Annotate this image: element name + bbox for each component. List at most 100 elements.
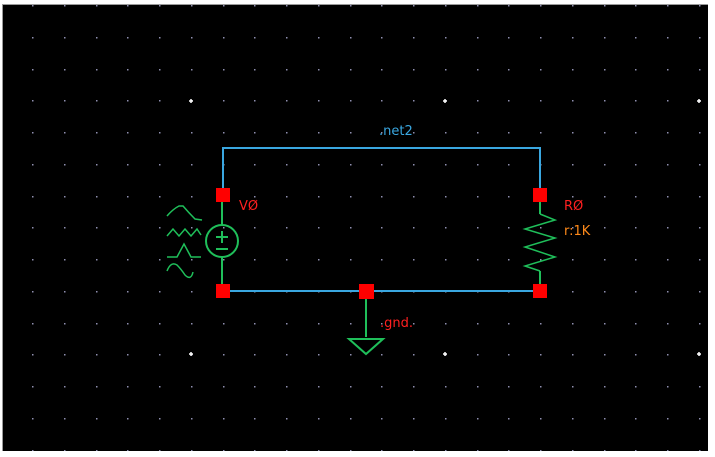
grid-dot [635, 291, 637, 293]
grid-dot [604, 37, 606, 39]
grid-dot [508, 69, 510, 71]
grid-dot [635, 5, 637, 7]
grid-dot [96, 354, 98, 356]
grid-dot [32, 450, 34, 451]
grid-dot [381, 450, 383, 451]
grid-dot [699, 227, 701, 229]
resistor-r0[interactable] [522, 201, 558, 285]
grid-dot [477, 164, 479, 166]
grid-dot [572, 418, 574, 420]
instance-label-r0[interactable]: RØ [564, 199, 583, 214]
grid-dot [381, 259, 383, 261]
grid-dot [318, 450, 320, 451]
grid-dot [635, 450, 637, 451]
grid-dot [477, 100, 479, 102]
ground-icon [346, 338, 386, 356]
grid-dot [445, 196, 447, 198]
grid-dot [286, 259, 288, 261]
grid-dot [254, 259, 256, 261]
grid-dot [127, 259, 129, 261]
net-label-net2[interactable]: .net2 [379, 124, 413, 139]
grid-dot [699, 5, 701, 7]
grid-dot [96, 5, 98, 7]
grid-dot [32, 259, 34, 261]
grid-dot [635, 164, 637, 166]
grid-dot [604, 196, 606, 198]
grid-dot [477, 196, 479, 198]
grid-dot [477, 418, 479, 420]
grid-dot [159, 69, 161, 71]
pin-r0-bottom[interactable] [533, 284, 547, 298]
pin-v0-minus[interactable] [216, 284, 230, 298]
instance-label-v0[interactable]: VØ [239, 199, 258, 214]
grid-dot [127, 354, 129, 356]
grid-dot [64, 100, 66, 102]
grid-dot [127, 164, 129, 166]
grid-dot [540, 259, 542, 261]
grid-dot [445, 164, 447, 166]
grid-dot [32, 132, 34, 134]
grid-dot [159, 164, 161, 166]
grid-dot [64, 450, 66, 451]
grid-dot [159, 323, 161, 325]
grid-dot [413, 450, 415, 451]
triangle-waveform-icon [166, 227, 202, 238]
ground-symbol[interactable] [346, 297, 386, 356]
grid-dot [286, 5, 288, 7]
grid-dot [254, 196, 256, 198]
grid-dot [64, 386, 66, 388]
grid-dot [32, 69, 34, 71]
grid-dot [572, 291, 574, 293]
grid-dot [318, 164, 320, 166]
grid-dot [572, 323, 574, 325]
grid-dot [254, 164, 256, 166]
grid-dot [477, 132, 479, 134]
grid-dot [413, 196, 415, 198]
schematic-drawing[interactable]: .net2 VØ RØ r:1K .gnd. [3, 5, 708, 451]
grid-dot [667, 5, 669, 7]
grid-dot [32, 418, 34, 420]
grid-dot [413, 259, 415, 261]
grid-dot [318, 100, 320, 102]
grid-dot [350, 37, 352, 39]
grid-dot [127, 450, 129, 451]
grid-dot [96, 37, 98, 39]
major-grid-cross [189, 352, 193, 356]
grid-dot [413, 5, 415, 7]
grid-dot [318, 69, 320, 71]
grid-dot [540, 100, 542, 102]
grid-dot [254, 100, 256, 102]
grid-dot [350, 132, 352, 134]
pin-v0-plus[interactable] [216, 188, 230, 202]
pulse-waveform-icon [167, 242, 201, 258]
grid-dot [127, 418, 129, 420]
grid-dot [572, 100, 574, 102]
grid-dot [604, 323, 606, 325]
grid-dot [286, 132, 288, 134]
grid-dot [604, 132, 606, 134]
voltage-source-v0[interactable] [166, 201, 239, 285]
grid-dot [508, 100, 510, 102]
pin-r0-top[interactable] [533, 188, 547, 202]
grid-dot [191, 323, 193, 325]
grid-dot [508, 323, 510, 325]
grid-dot [223, 5, 225, 7]
schematic-canvas[interactable]: .net2 VØ RØ r:1K .gnd. [2, 4, 708, 451]
param-label-r0[interactable]: r:1K [564, 224, 591, 239]
grid-dot [96, 386, 98, 388]
grid-dot [572, 259, 574, 261]
grid-dot [96, 450, 98, 451]
grid-dot [223, 69, 225, 71]
pin-gnd[interactable] [359, 284, 374, 299]
grid-dot [413, 37, 415, 39]
wire-net2[interactable] [222, 147, 541, 195]
grid-dot [350, 259, 352, 261]
grid-dot [96, 196, 98, 198]
grid-dot [445, 259, 447, 261]
grid-dot [350, 100, 352, 102]
grid-dot [127, 323, 129, 325]
grid-dot [381, 5, 383, 7]
grid-dot [318, 37, 320, 39]
net-label-gnd[interactable]: .gnd. [380, 316, 413, 331]
grid-dot [572, 37, 574, 39]
